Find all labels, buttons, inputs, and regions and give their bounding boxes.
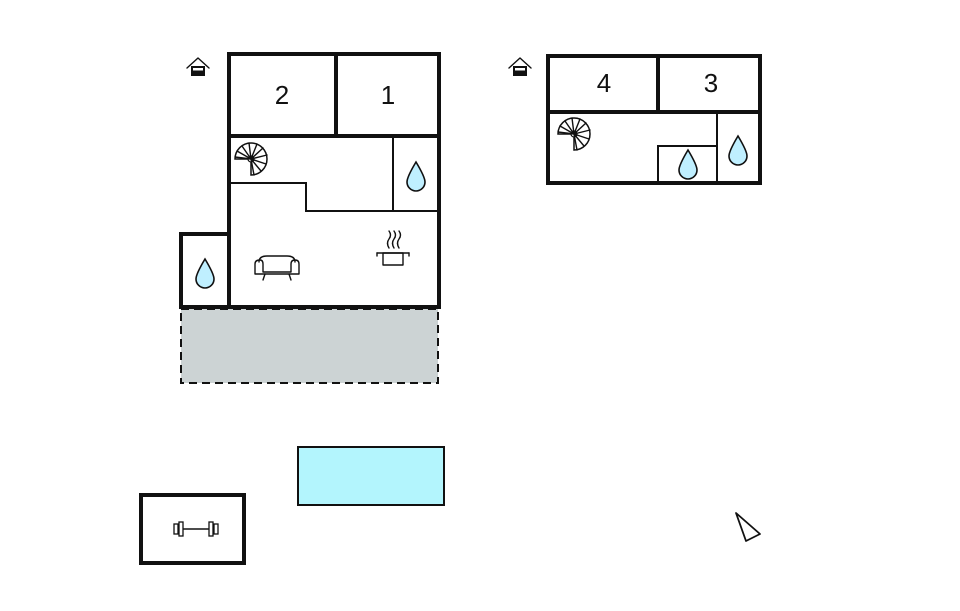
dumbbell-icon [173,521,219,537]
house-level-icon [186,57,210,76]
ground-floor-outline [179,52,441,309]
spiral-staircase-icon [557,117,591,151]
spiral-staircase-icon [234,142,268,176]
ground-floor: 2 1 [179,52,441,384]
gym-room [139,493,246,565]
swimming-pool [297,446,445,506]
water-drop-icon [406,160,426,192]
kitchen-pot-icon [376,230,410,266]
room-label-2: 2 [275,80,289,110]
upper-floor-outline [546,54,762,185]
water-drop-icon [195,257,215,289]
room-label-1: 1 [381,80,395,110]
room-label-3: 3 [704,68,718,98]
water-drop-icon [678,148,698,180]
sofa-icon [254,255,300,281]
terrace [180,308,439,384]
upper-floor: 4 3 [508,54,762,185]
room-label-4: 4 [597,68,611,98]
water-drop-icon [728,134,748,166]
north-arrow-icon [735,512,761,542]
house-level-icon [508,57,532,76]
